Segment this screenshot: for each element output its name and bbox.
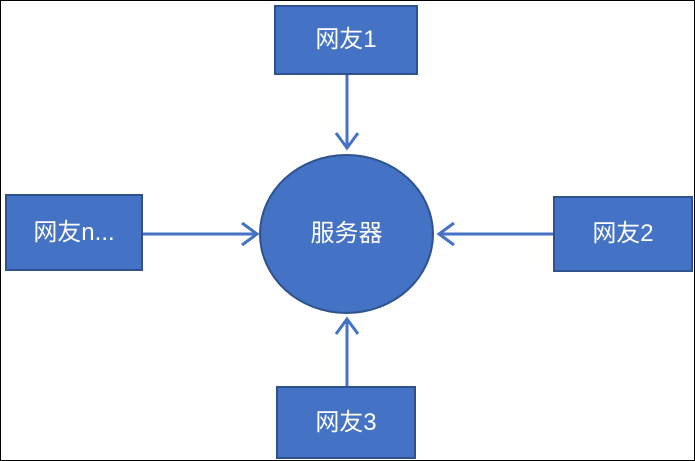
node-netizen-3: 网友3: [276, 386, 416, 459]
node-netizen-n: 网友n...: [5, 194, 143, 271]
arrow-netizenN-to-server: [143, 221, 260, 247]
node-netizen-3-label: 网友3: [315, 408, 377, 436]
node-server-label: 服务器: [310, 220, 383, 247]
arrow-netizen3-to-server: [334, 316, 360, 386]
node-server: 服务器: [259, 154, 434, 314]
arrow-netizen1-to-server: [334, 75, 360, 151]
node-netizen-2-label: 网友2: [592, 220, 654, 247]
node-netizen-n-label: 网友n...: [33, 218, 115, 246]
node-netizen-2: 网友2: [553, 196, 693, 272]
node-netizen-1-label: 网友1: [315, 26, 377, 53]
arrow-netizen2-to-server: [436, 221, 553, 247]
node-netizen-1: 网友1: [274, 5, 418, 75]
